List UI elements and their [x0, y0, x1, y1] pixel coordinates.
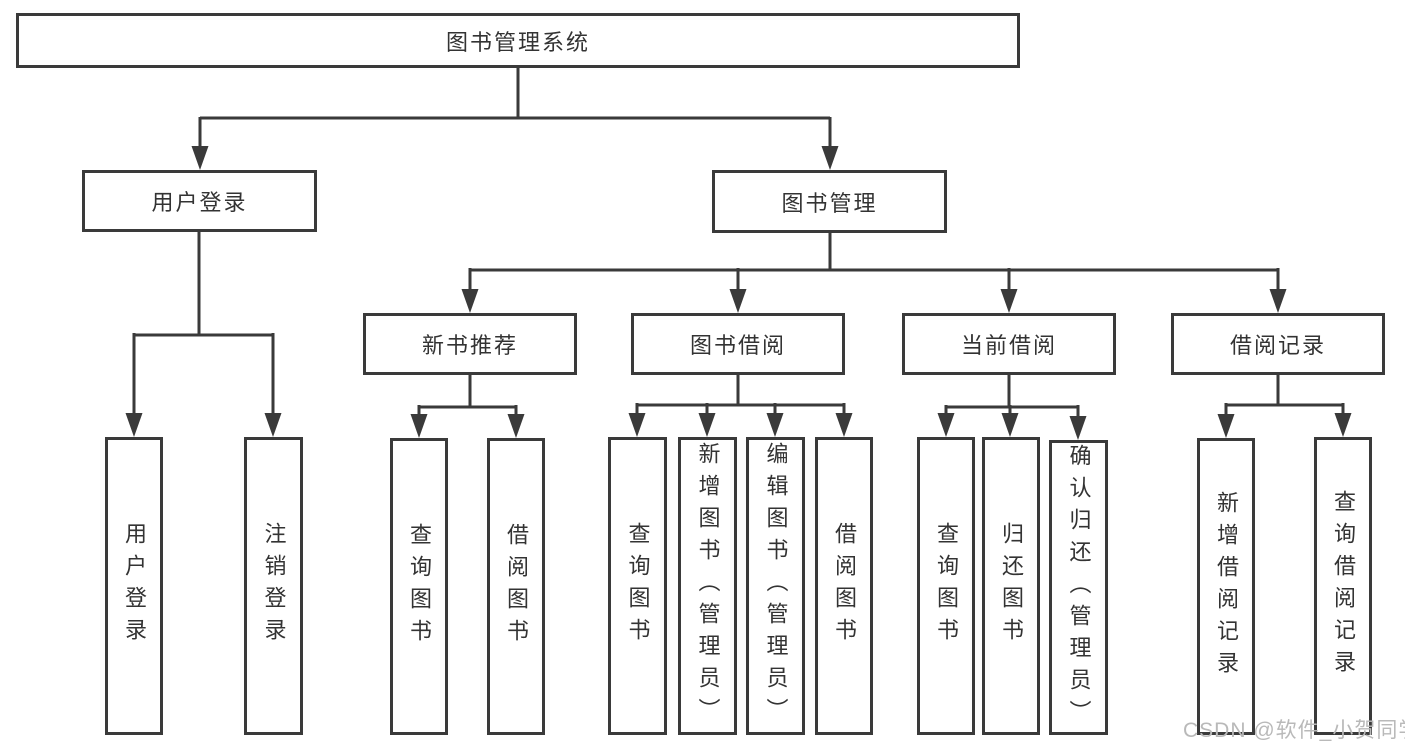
- leaf-box-confirm-return-admin: 确认归还（管理员）: [1049, 440, 1108, 735]
- connector-root: [191, 68, 839, 170]
- connector-user-login: [125, 232, 282, 437]
- node-box-new-book-recommend: 新书推荐: [363, 313, 577, 375]
- connector-book-management: [461, 233, 1287, 313]
- node-box-book-management: 图书管理: [712, 170, 947, 233]
- leaf-box-query-books-recommend: 查询图书: [390, 438, 448, 735]
- node-box-library-system: 图书管理系统: [16, 13, 1020, 68]
- leaf-box-query-books-current: 查询图书: [917, 437, 975, 735]
- node-box-current-borrowing: 当前借阅: [902, 313, 1116, 375]
- connector-borrowing-records: [1217, 375, 1352, 438]
- leaf-box-add-books-admin: 新增图书（管理员）: [678, 437, 737, 735]
- node-box-user-login: 用户登录: [82, 170, 317, 232]
- leaf-box-edit-books-admin: 编辑图书（管理员）: [746, 437, 805, 735]
- leaf-box-return-books: 归还图书: [982, 437, 1040, 735]
- leaf-box-query-books-borrowing: 查询图书: [608, 437, 667, 735]
- leaf-box-add-borrow-record: 新增借阅记录: [1197, 438, 1255, 735]
- watermark: CSDN @软件_小贺同学: [1183, 719, 1405, 742]
- node-box-book-borrowing: 图书借阅: [631, 313, 845, 375]
- connector-current-borrowing: [937, 375, 1087, 440]
- leaf-box-borrow-books: 借阅图书: [815, 437, 873, 735]
- leaf-box-query-borrow-record: 查询借阅记录: [1314, 437, 1372, 735]
- node-box-borrowing-records: 借阅记录: [1171, 313, 1385, 375]
- leaf-box-user-login-action: 用户登录: [105, 437, 163, 735]
- leaf-box-logout: 注销登录: [244, 437, 303, 735]
- connector-new-book-recommend: [410, 375, 525, 438]
- connector-book-borrowing: [628, 375, 853, 437]
- leaf-box-borrow-books-recommend: 借阅图书: [487, 438, 545, 735]
